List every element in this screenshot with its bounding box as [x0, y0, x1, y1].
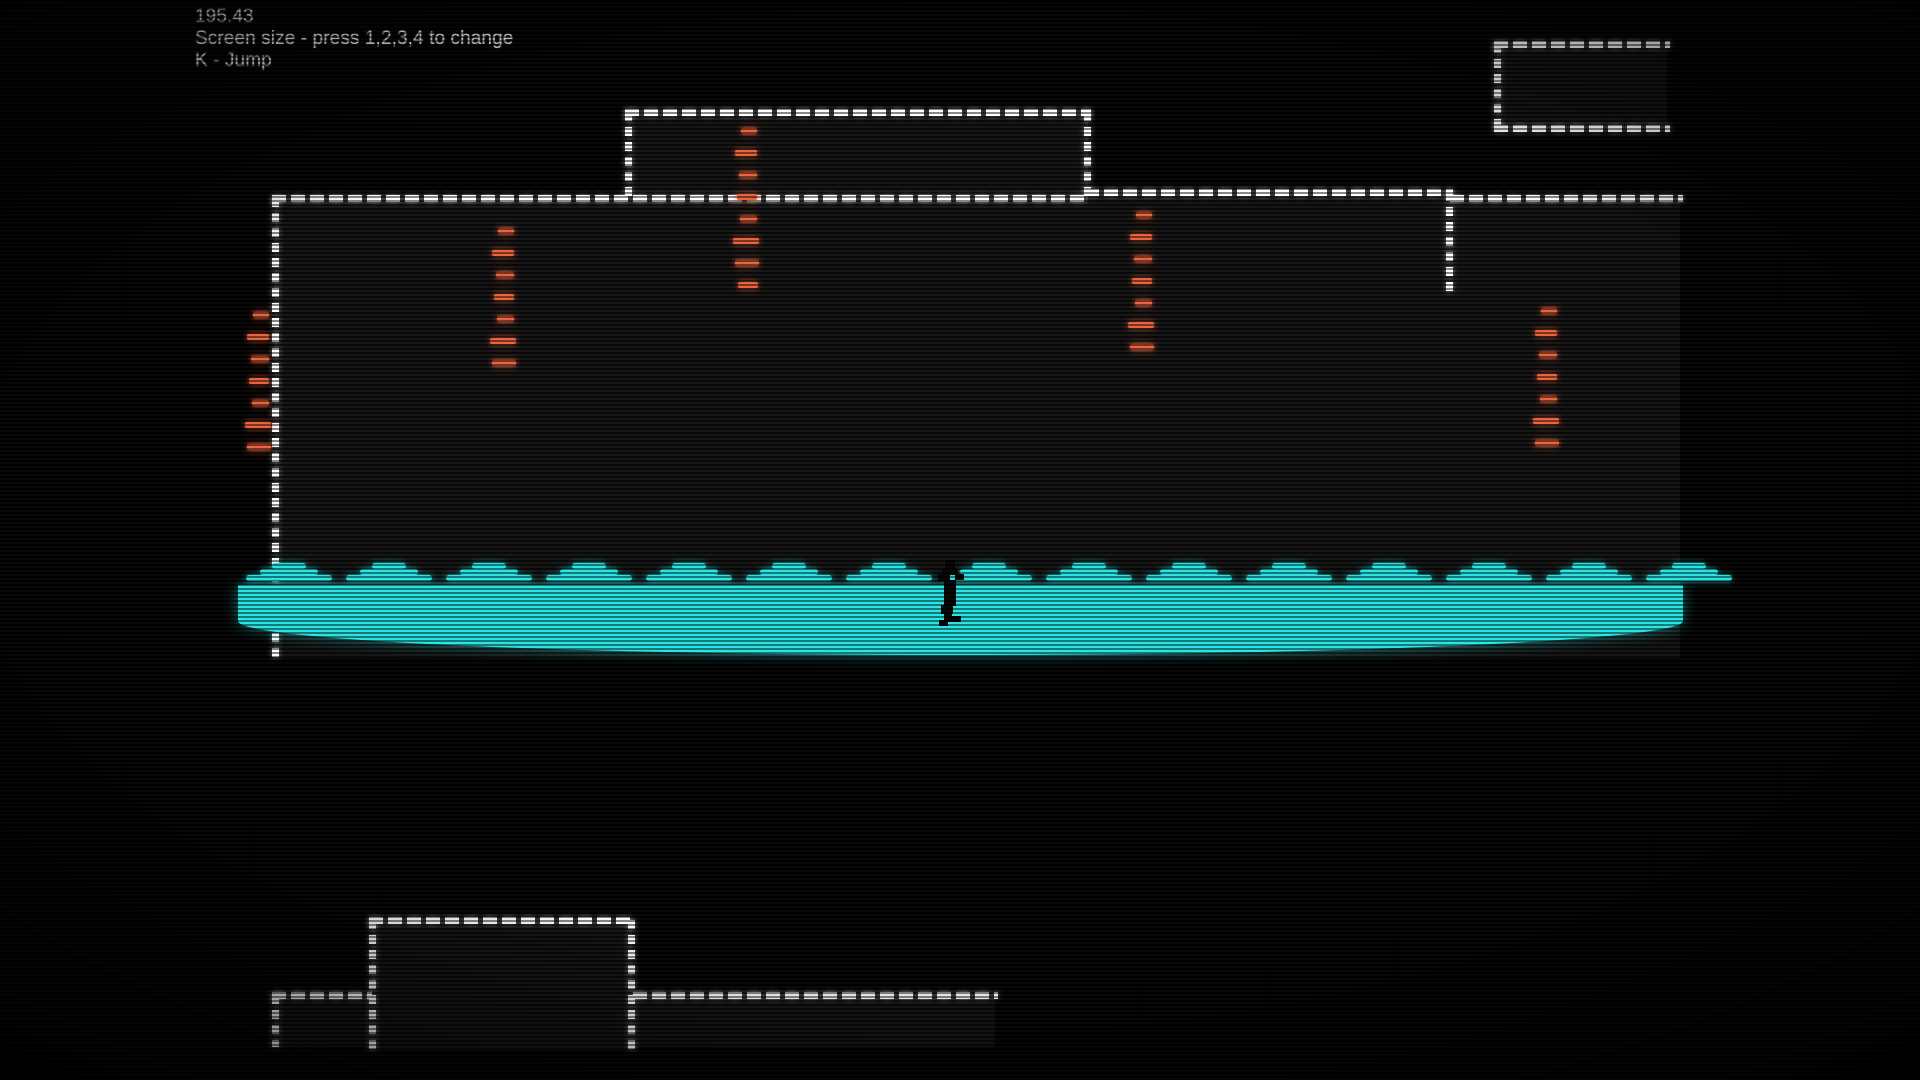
hud-overlay: 195.43 Screen size - press 1,2,3,4 to ch…: [195, 0, 514, 71]
hazard-marker: [1540, 396, 1557, 402]
hazard-marker: [492, 250, 514, 256]
wave-step: [746, 575, 832, 581]
hazard-marker: [741, 128, 757, 134]
hazard-marker: [498, 228, 514, 234]
water-wave-crest: [1046, 563, 1132, 581]
water-wave-crest: [1646, 563, 1732, 581]
hazard-marker: [1535, 440, 1559, 446]
hazard-marker: [1135, 300, 1152, 306]
platform-top-right-ledge: [1494, 41, 1670, 132]
wave-step: [1546, 575, 1632, 581]
hazard-marker: [735, 260, 759, 266]
water-wave-crest: [1246, 563, 1332, 581]
hazard-marker: [733, 238, 759, 244]
wave-step: [446, 575, 532, 581]
player-segment: [945, 560, 955, 569]
wave-step: [1446, 575, 1532, 581]
wave-step: [846, 575, 932, 581]
platform-edge-left: [369, 920, 376, 1050]
platform-edge-left: [1494, 44, 1501, 129]
platform-edge-bottom: [1494, 125, 1670, 132]
hazard-marker: [1533, 418, 1559, 424]
water-wave-crest: [746, 563, 832, 581]
platform-edge-top: [369, 917, 635, 924]
water-wave-crest: [246, 563, 332, 581]
hazard-marker: [1130, 344, 1154, 350]
hazard-marker: [740, 216, 757, 222]
hazard-marker: [490, 338, 516, 344]
platform-edge-top: [1085, 189, 1453, 196]
hazard-marker: [496, 272, 514, 278]
hazard-marker: [1136, 212, 1152, 218]
water-wave-crest: [846, 563, 932, 581]
platform-edge-right: [1084, 112, 1091, 198]
player-segment: [955, 574, 964, 580]
wave-step: [1646, 575, 1732, 581]
hazard-marker: [1541, 308, 1557, 314]
hazard-marker: [492, 360, 516, 366]
hazard-marker: [1128, 322, 1154, 328]
wave-step: [1346, 575, 1432, 581]
platform-lower-block: [369, 917, 635, 1050]
hazard-marker: [1535, 330, 1557, 336]
hazard-marker: [494, 294, 514, 300]
wave-step: [546, 575, 632, 581]
platform-edge-left: [272, 995, 279, 1047]
hazard-marker: [737, 194, 757, 200]
platform-edge-left: [625, 112, 632, 198]
wave-step: [346, 575, 432, 581]
platform-edge-right: [1446, 192, 1453, 297]
player-segment: [944, 580, 956, 606]
water-wave-crest: [546, 563, 632, 581]
hazard-marker: [735, 150, 757, 156]
hazard-marker: [249, 378, 269, 384]
platform-fill: [628, 112, 1088, 198]
hazard-marker: [739, 172, 757, 178]
hazard-marker: [1539, 352, 1557, 358]
player-segment: [939, 620, 948, 626]
hazard-marker: [251, 356, 269, 362]
platform-fill: [1497, 44, 1667, 129]
hazard-marker: [497, 316, 514, 322]
hazard-marker: [245, 422, 271, 428]
platform-edge-top: [272, 195, 1683, 202]
wave-step: [1246, 575, 1332, 581]
water-wave-crest: [646, 563, 732, 581]
wave-step: [1146, 575, 1232, 581]
wave-step: [646, 575, 732, 581]
water-wave-crest: [346, 563, 432, 581]
hazard-marker: [1134, 256, 1152, 262]
platform-edge-right: [628, 920, 635, 1050]
score-readout: 195.43: [195, 6, 254, 27]
wave-step: [1046, 575, 1132, 581]
hazard-marker: [738, 282, 758, 288]
player-segment: [951, 616, 961, 622]
platform-edge-top: [1494, 41, 1670, 48]
hazard-marker: [1537, 374, 1557, 380]
hazard-marker: [1130, 234, 1152, 240]
jump-control-hint: K - Jump: [195, 50, 272, 71]
platform-fill: [372, 920, 632, 1050]
hazard-marker: [253, 312, 269, 318]
water-wave-crest: [1146, 563, 1232, 581]
platform-central-high-plateau: [625, 109, 1091, 198]
hazard-marker: [247, 444, 271, 450]
water-wave-crest: [1446, 563, 1532, 581]
hazard-marker: [247, 334, 269, 340]
wave-step: [246, 575, 332, 581]
hazard-marker: [252, 400, 269, 406]
player-character[interactable]: [938, 560, 964, 628]
water-wave-crest: [1546, 563, 1632, 581]
water-wave-crest: [446, 563, 532, 581]
water-wave-crest: [1346, 563, 1432, 581]
hazard-marker: [1132, 278, 1152, 284]
platform-edge-top: [625, 109, 1091, 116]
screen-size-hint: Screen size - press 1,2,3,4 to change: [195, 28, 514, 49]
